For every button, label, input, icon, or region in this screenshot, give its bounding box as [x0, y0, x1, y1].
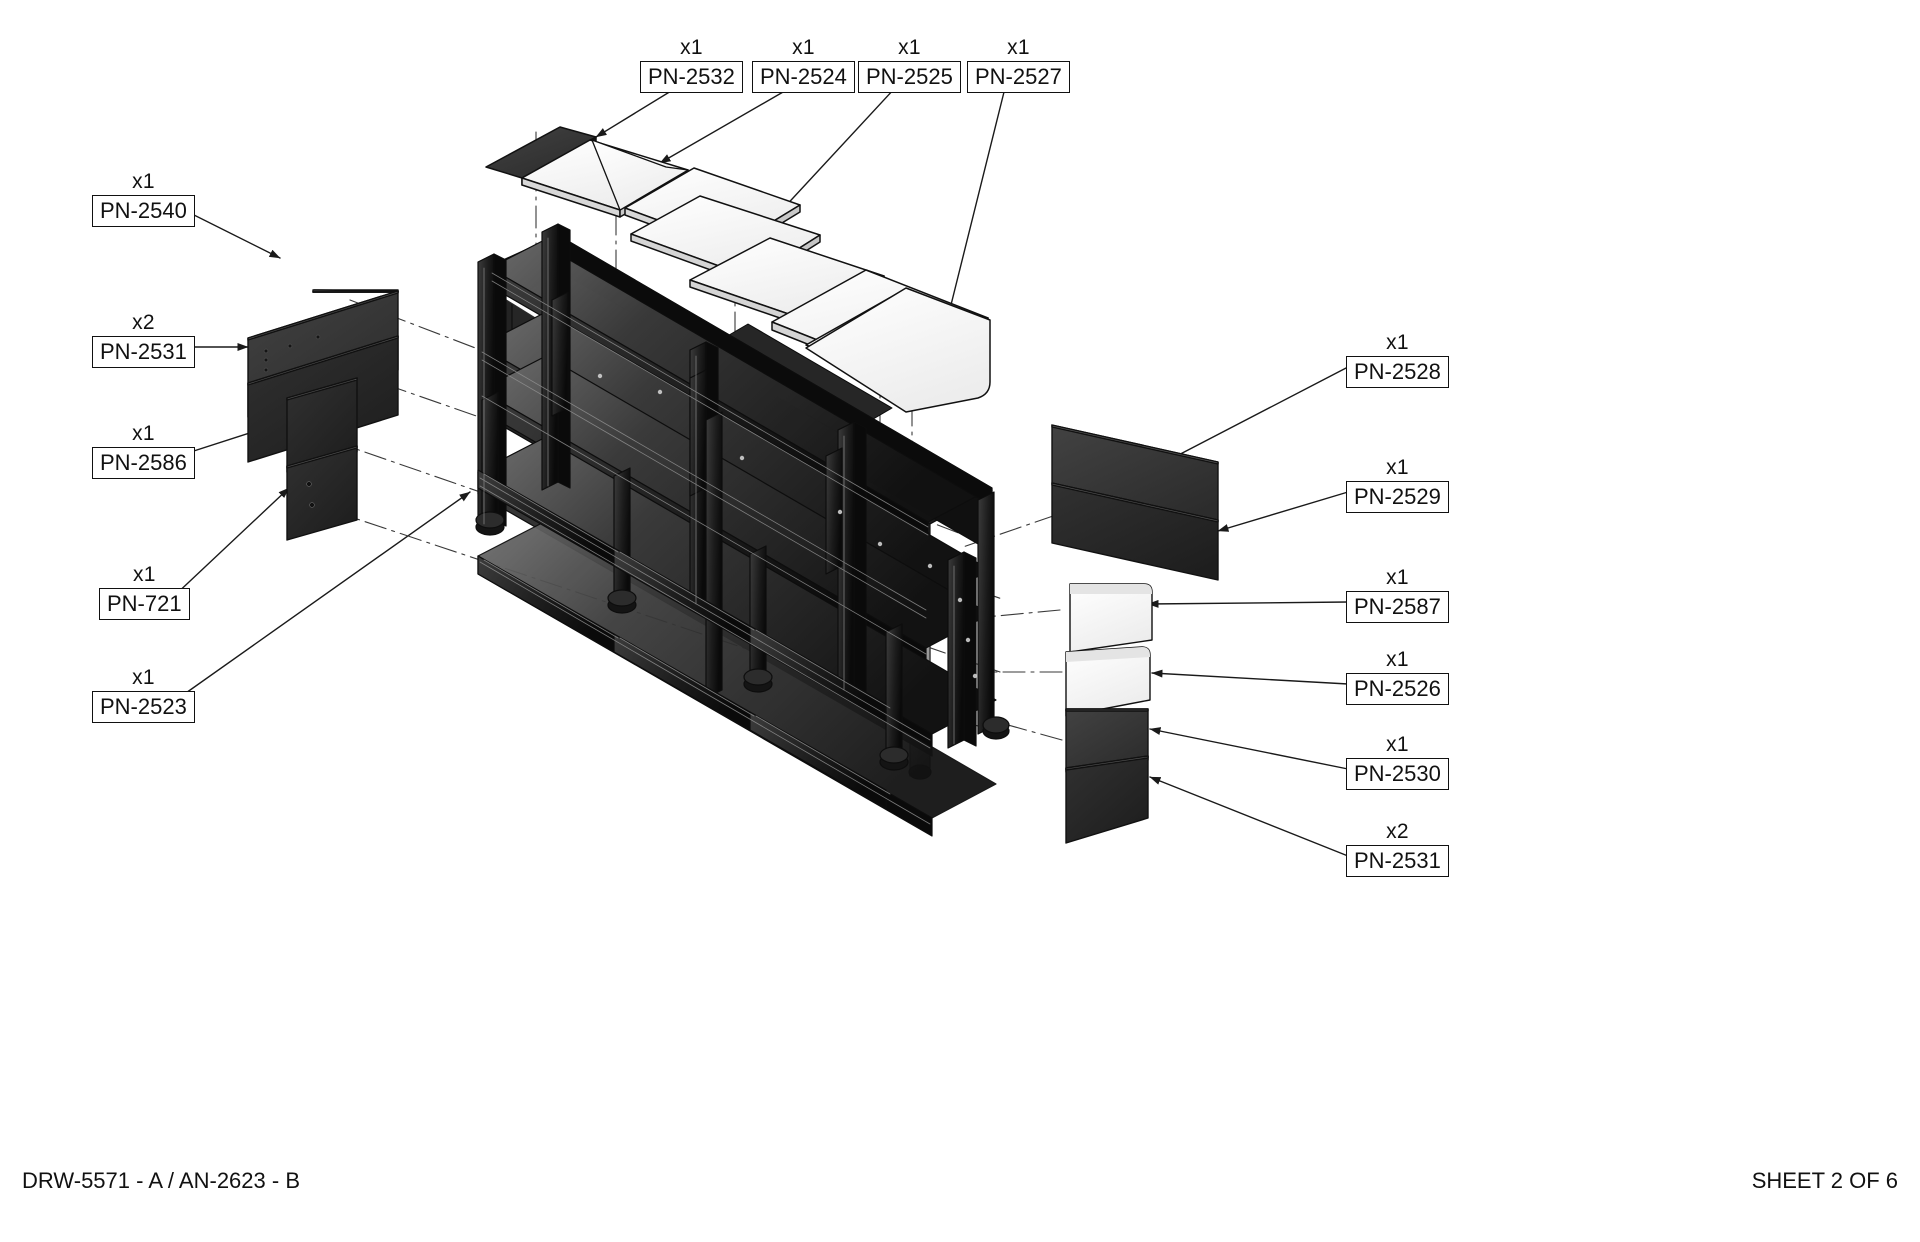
left-panel-pn-2586 [286, 377, 358, 473]
callout-part-number: PN-2587 [1346, 591, 1449, 623]
callout-pn-2587[interactable]: x1 PN-2587 [1346, 566, 1449, 623]
callout-pn-2531-left[interactable]: x2 PN-2531 [92, 311, 195, 368]
callout-pn-2526[interactable]: x1 PN-2526 [1346, 648, 1449, 705]
sheet-number-footer: SHEET 2 OF 6 [1751, 1168, 1898, 1193]
leader-lines-right [1147, 366, 1349, 857]
frame-fasteners [597, 373, 978, 679]
callout-qty: x1 [132, 170, 155, 193]
drawing-number-footer: DRW-5571 - A / AN-2623 - B [22, 1168, 300, 1193]
callout-pn-2531-right[interactable]: x2 PN-2531 [1346, 820, 1449, 877]
left-panel-holes [263, 334, 321, 373]
callout-part-number: PN-2540 [92, 195, 195, 227]
callout-qty: x1 [1007, 36, 1030, 59]
right-panel-pn-2528 [1051, 424, 1219, 521]
callout-part-number: PN-2530 [1346, 758, 1449, 790]
frame-extrusion-grooves [479, 237, 955, 825]
callout-qty: x1 [1386, 331, 1409, 354]
callout-qty: x1 [133, 563, 156, 586]
callout-pn-2529[interactable]: x1 PN-2529 [1346, 456, 1449, 513]
callout-qty: x1 [1386, 456, 1409, 479]
callout-part-number: PN-2528 [1346, 356, 1449, 388]
right-panel-group [1051, 424, 1219, 844]
callout-part-number: PN-2529 [1346, 481, 1449, 513]
callout-pn-2532[interactable]: x1 PN-2532 [640, 36, 743, 93]
right-panel-pn-2526 [1065, 646, 1151, 717]
callout-qty: x1 [1386, 733, 1409, 756]
callout-qty: x1 [898, 36, 921, 59]
left-panel-group [247, 289, 399, 541]
right-panel-pn-2587 [1069, 583, 1153, 653]
top-panel-pn-2524-b [591, 139, 689, 211]
callout-qty: x1 [1386, 566, 1409, 589]
callout-pn-721[interactable]: x1 PN-721 [99, 563, 190, 620]
callout-qty: x2 [132, 311, 155, 334]
callout-qty: x1 [1386, 648, 1409, 671]
callout-part-number: PN-2523 [92, 691, 195, 723]
top-panel-group [485, 126, 991, 413]
callout-qty: x1 [132, 666, 155, 689]
leader-lines-top [595, 87, 1006, 338]
callout-part-number: PN-2525 [858, 61, 961, 93]
callout-part-number: PN-2586 [92, 447, 195, 479]
callout-pn-2586[interactable]: x1 PN-2586 [92, 422, 195, 479]
right-panel-pn-2531-right [1065, 755, 1149, 844]
callout-pn-2540[interactable]: x1 PN-2540 [92, 170, 195, 227]
callout-part-number: PN-2531 [1346, 845, 1449, 877]
callout-pn-2527[interactable]: x1 PN-2527 [967, 36, 1070, 93]
callout-pn-2524[interactable]: x1 PN-2524 [752, 36, 855, 93]
callout-pn-2528[interactable]: x1 PN-2528 [1346, 331, 1449, 388]
main-frame-assembly [475, 223, 1010, 837]
callout-qty: x2 [1386, 820, 1409, 843]
callout-qty: x1 [680, 36, 703, 59]
callout-part-number: PN-2531 [92, 336, 195, 368]
left-panel-pn-721 [286, 445, 358, 541]
callout-pn-2523[interactable]: x1 PN-2523 [92, 666, 195, 723]
callout-part-number: PN-721 [99, 588, 190, 620]
callout-part-number: PN-2532 [640, 61, 743, 93]
callout-part-number: PN-2524 [752, 61, 855, 93]
callout-qty: x1 [132, 422, 155, 445]
frame-feet [475, 511, 1010, 771]
right-panel-pn-2529 [1051, 482, 1219, 581]
callout-qty: x1 [792, 36, 815, 59]
callout-part-number: PN-2527 [967, 61, 1070, 93]
callout-pn-2525[interactable]: x1 PN-2525 [858, 36, 961, 93]
callout-pn-2530[interactable]: x1 PN-2530 [1346, 733, 1449, 790]
top-panel-rightmost [805, 287, 991, 413]
right-panel-pn-2530 [1065, 708, 1149, 773]
callout-part-number: PN-2526 [1346, 673, 1449, 705]
